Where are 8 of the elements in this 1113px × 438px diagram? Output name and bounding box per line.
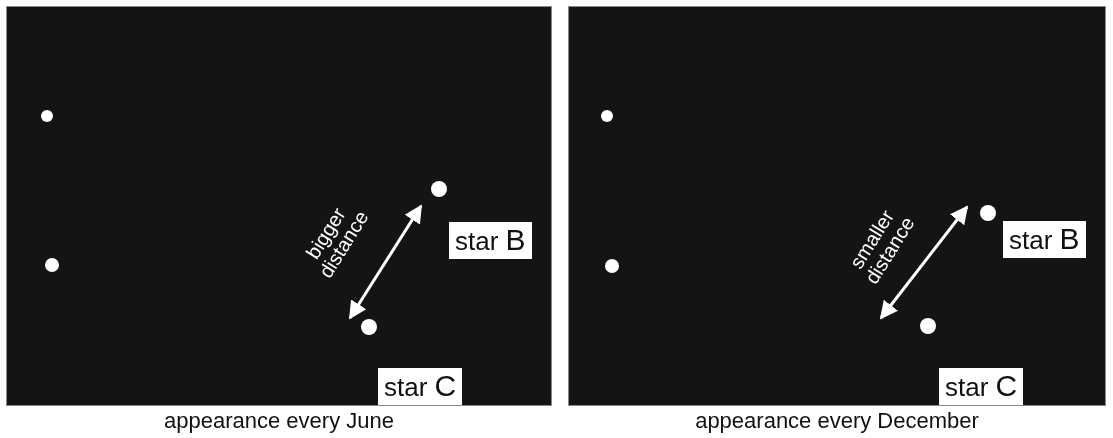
star-label: star C <box>939 368 1024 405</box>
star-label: star B <box>449 222 532 259</box>
panel-caption: appearance every December <box>694 408 980 434</box>
panel-caption: appearance every June <box>163 408 395 434</box>
star-label: star C <box>378 368 463 405</box>
sky-panel <box>568 6 1106 406</box>
sky-panel <box>6 6 552 406</box>
star-label: star B <box>1003 221 1086 258</box>
